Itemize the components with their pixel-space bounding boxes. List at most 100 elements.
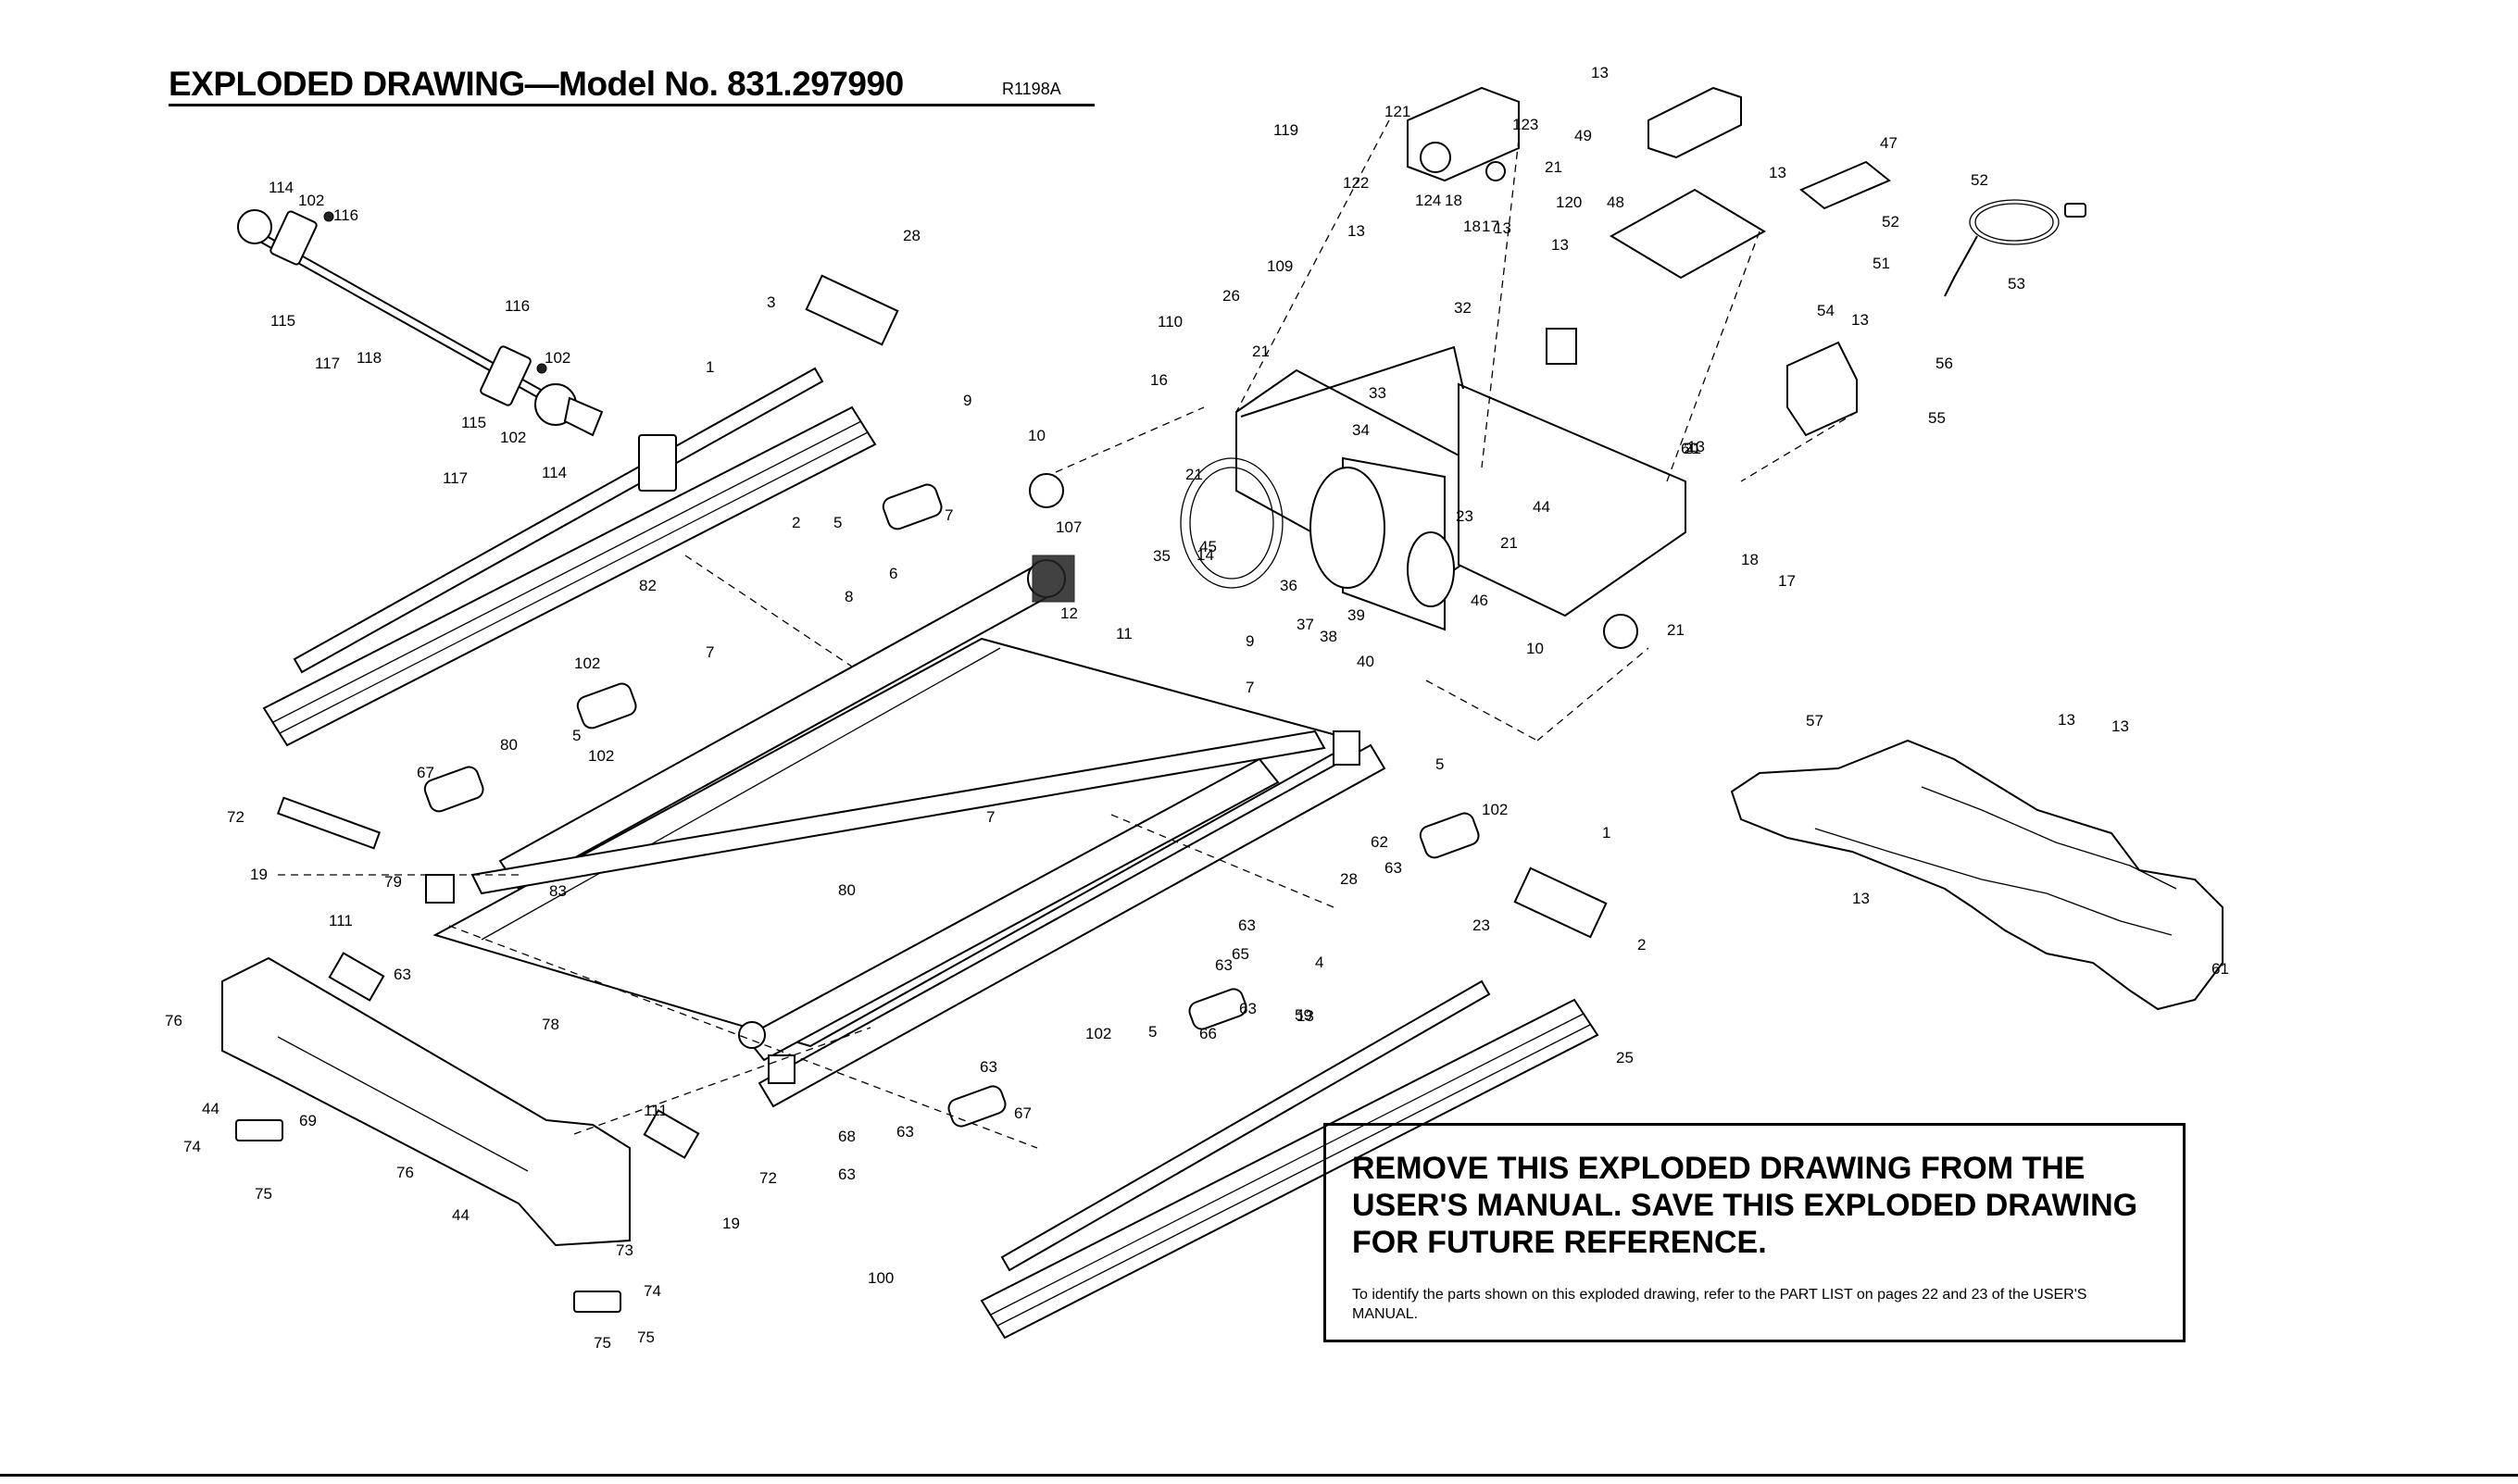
bottom-border: [0, 1474, 2518, 1477]
part-callout: 13: [1297, 1007, 1314, 1025]
part-callout: 63: [896, 1123, 914, 1141]
part-callout: 14: [1196, 546, 1214, 564]
part-callout: 10: [1028, 427, 1046, 444]
part-callout: 62: [1371, 833, 1388, 851]
part-callout: 11: [1116, 625, 1133, 642]
notice-line-2: USER'S MANUAL. SAVE THIS EXPLODED DRAWIN…: [1352, 1188, 2138, 1223]
part-callout: 44: [452, 1206, 470, 1224]
part-callout: 102: [588, 747, 614, 765]
part-callout: 32: [1454, 299, 1472, 317]
part-callout: 55: [1928, 409, 1946, 427]
part-callout: 107: [1056, 518, 1082, 536]
part-callout: 72: [759, 1169, 777, 1187]
part-callout: 16: [1150, 371, 1168, 389]
part-callout: 67: [417, 764, 434, 781]
part-callout: 18: [1463, 218, 1481, 235]
part-callout: 7: [945, 506, 953, 524]
motor-controller: [1407, 86, 1520, 182]
part-callout: 13: [1347, 222, 1365, 240]
part-callout: 21: [1500, 534, 1518, 552]
part-callout: 13: [1494, 219, 1511, 237]
part-callout: 63: [1239, 1000, 1257, 1017]
frame-rails: [470, 730, 1386, 1108]
part-callout: 45: [1199, 538, 1217, 555]
part-callout: 56: [1935, 355, 1953, 372]
notice-box: REMOVE THIS EXPLODED DRAWING FROM THE US…: [1323, 1123, 2186, 1342]
part-callout: 78: [542, 1016, 559, 1033]
front-roller: [498, 555, 1075, 891]
part-callout: 48: [1607, 193, 1624, 211]
part-callout: 119: [1273, 121, 1298, 139]
part-callout: 34: [1352, 421, 1370, 439]
part-callout: 23: [1472, 917, 1490, 934]
part-callout: 9: [963, 392, 971, 409]
part-callout: 26: [1222, 287, 1240, 305]
part-callout: 82: [639, 577, 657, 594]
part-callout: 53: [2008, 275, 2025, 293]
part-callout: 36: [1280, 577, 1297, 594]
part-callout: 117: [443, 469, 468, 487]
electronics: [1546, 86, 1891, 437]
part-callout: 102: [1085, 1025, 1111, 1042]
part-callout: 7: [1246, 679, 1254, 696]
part-callout: 1: [706, 358, 714, 376]
part-callout: 47: [1880, 134, 1898, 152]
part-callout: 114: [269, 179, 294, 196]
part-callout: 33: [1369, 384, 1386, 402]
part-callout: 8: [845, 588, 853, 605]
part-callout: 102: [500, 429, 526, 446]
part-callout: 17: [1778, 572, 1796, 590]
part-callout: 63: [1215, 956, 1233, 974]
part-callout: 124: [1415, 192, 1441, 209]
part-callout: 21: [1185, 466, 1203, 483]
part-callout: 35: [1153, 547, 1171, 565]
part-callout: 75: [255, 1185, 272, 1203]
part-callout: 52: [1882, 213, 1899, 231]
notice-line-1: REMOVE THIS EXPLODED DRAWING FROM THE: [1352, 1151, 2086, 1186]
part-callout: 75: [594, 1334, 611, 1352]
part-callout: 44: [202, 1100, 219, 1117]
notice-heading: REMOVE THIS EXPLODED DRAWING FROM THE US…: [1352, 1150, 2157, 1261]
part-callout: 6: [889, 565, 897, 582]
part-callout: 13: [1687, 438, 1705, 455]
part-callout: 5: [1435, 755, 1444, 773]
part-callout: 19: [250, 866, 268, 883]
axle-assembly: [237, 209, 604, 437]
part-callout: 76: [165, 1012, 182, 1029]
part-callout: 118: [357, 349, 382, 367]
part-callout: 59: [1295, 1006, 1312, 1024]
part-callout: 12: [1060, 605, 1078, 622]
power-cord: [1944, 199, 2086, 297]
part-callout: 21: [1545, 158, 1562, 176]
part-callout: 28: [1340, 870, 1358, 888]
part-callout: 114: [542, 464, 567, 481]
part-callout: 21: [1252, 343, 1270, 360]
part-callout: 3: [767, 293, 775, 311]
part-callout: 63: [394, 966, 411, 983]
part-callout: 110: [1158, 313, 1183, 330]
part-callout: 123: [1512, 116, 1538, 133]
part-callout: 2: [1637, 936, 1646, 954]
part-callout: 115: [270, 312, 295, 330]
part-callout: 13: [1591, 64, 1609, 81]
right-side-rail: [980, 979, 1599, 1340]
part-callout: 74: [644, 1282, 661, 1300]
part-callout: 21: [1684, 440, 1701, 457]
part-callout: 21: [1667, 621, 1685, 639]
part-callout: 80: [500, 736, 518, 754]
part-callout: 13: [1551, 236, 1569, 254]
part-callout: 79: [384, 873, 402, 891]
part-callout: 74: [183, 1138, 201, 1155]
front-cover: [221, 956, 631, 1247]
part-callout: 116: [505, 297, 530, 315]
part-callout: 122: [1343, 174, 1369, 192]
part-callout: 10: [1526, 640, 1544, 657]
base-frame: [1730, 739, 2224, 1011]
part-callout: 13: [2111, 717, 2129, 735]
part-callout: 63: [1238, 917, 1256, 934]
part-callout: 61: [2211, 960, 2229, 978]
part-callout: 63: [1384, 859, 1402, 877]
part-callout: 102: [298, 192, 324, 209]
